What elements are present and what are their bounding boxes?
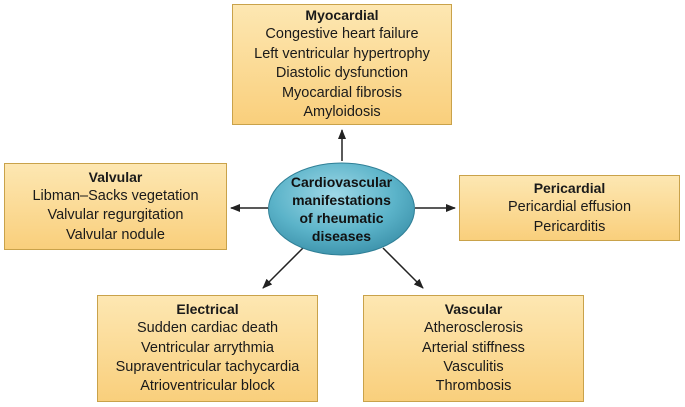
pericardial-title: Pericardial [533, 180, 606, 197]
myocardial-title: Myocardial [305, 7, 379, 24]
myocardial-box: Myocardial Congestive heart failure Left… [232, 4, 452, 125]
myocardial-item: Myocardial fibrosis [281, 84, 403, 101]
vascular-title: Vascular [444, 301, 503, 318]
arrow-to-vascular [382, 247, 424, 289]
center-line: diseases [311, 228, 372, 244]
vascular-item: Atherosclerosis [423, 320, 524, 337]
vascular-item: Thrombosis [435, 378, 512, 395]
vascular-item: Vasculitis [443, 359, 504, 375]
electrical-item: Atrioventricular block [140, 378, 275, 395]
arrow-to-electrical [262, 247, 304, 289]
myocardial-item: Amyloidosis [303, 104, 381, 121]
electrical-item: Ventricular arrythmia [141, 339, 274, 356]
vascular-item: Arterial stiffness [422, 339, 525, 356]
pericardial-item: Pericardial effusion [507, 199, 632, 216]
valvular-item: Libman–Sacks vegetation [32, 187, 199, 204]
valvular-box: Valvular Libman–Sacks vegetation Valvula… [4, 163, 227, 250]
myocardial-item: Left ventricular hypertrophy [254, 45, 430, 62]
electrical-title: Electrical [176, 301, 239, 318]
electrical-item: Supraventricular tachycardia [115, 359, 300, 375]
myocardial-item: Diastolic dysfunction [275, 65, 409, 82]
valvular-item: Valvular regurgitation [47, 207, 184, 224]
center-hub: Cardiovascular manifestations of rheumat… [268, 162, 415, 256]
valvular-item: Valvular nodule [66, 226, 165, 243]
pericardial-item: Pericarditis [533, 218, 606, 235]
pericardial-box: Pericardial Pericardial effusion Pericar… [459, 175, 680, 241]
center-line: Cardiovascular [290, 174, 393, 190]
electrical-item: Sudden cardiac death [136, 320, 279, 337]
myocardial-item: Congestive heart failure [265, 26, 419, 43]
electrical-box: Electrical Sudden cardiac death Ventricu… [97, 295, 318, 402]
center-hub-shape [268, 162, 415, 256]
center-line: manifestations [292, 192, 391, 208]
valvular-title: Valvular [88, 168, 143, 185]
vascular-box: Vascular Atherosclerosis Arterial stiffn… [363, 295, 584, 402]
center-line: of rheumatic [299, 210, 384, 226]
